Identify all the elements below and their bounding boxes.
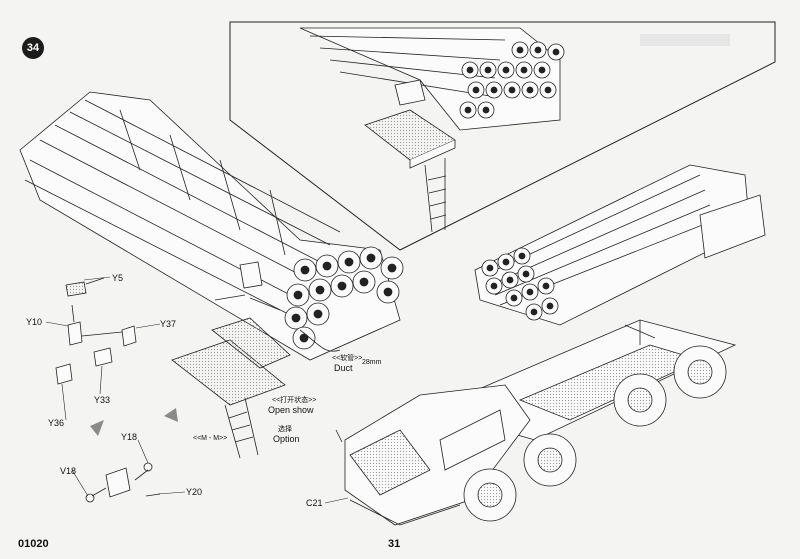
duct-hose (299, 329, 341, 352)
part-label-c21: C21 (306, 498, 323, 508)
part-label-y37: Y37 (160, 319, 177, 329)
part-label-y36: Y36 (48, 418, 65, 428)
open-show-label-cn: <<打开状态>> (272, 397, 317, 404)
step-number-badge: 34 (22, 37, 44, 59)
page-number: 31 (388, 538, 401, 550)
part-label-v18-top: Y18 (121, 432, 138, 442)
duct-label-cn: <<软管>> (332, 355, 363, 362)
part-label-y20: Y20 (186, 487, 203, 497)
bleed-through-mark (640, 34, 730, 46)
main-platform (171, 261, 291, 459)
option-label-cn: 选择 (278, 426, 292, 433)
section-label: <<M - M>> (193, 435, 228, 442)
small-parts (55, 277, 161, 503)
option-label-en: Option (273, 434, 300, 444)
inset-platform (364, 79, 456, 233)
part-label-v18-left: V18 (60, 466, 77, 476)
main-launcher-tubes (19, 91, 404, 361)
open-show-label-en: Open show (268, 405, 314, 415)
part-label-y10: Y10 (26, 317, 43, 327)
part-label-y33: Y33 (94, 395, 111, 405)
duct-label-en: Duct (334, 363, 353, 373)
direction-arrows (90, 408, 178, 436)
inset-frame (229, 21, 776, 251)
launcher-truck (335, 164, 766, 526)
part-label-y5: Y5 (112, 273, 124, 283)
leader-lines (45, 276, 349, 504)
inset-launcher-tubes (299, 27, 565, 131)
catalog-number: 01020 (18, 538, 49, 550)
duct-length: 28mm (362, 359, 382, 366)
